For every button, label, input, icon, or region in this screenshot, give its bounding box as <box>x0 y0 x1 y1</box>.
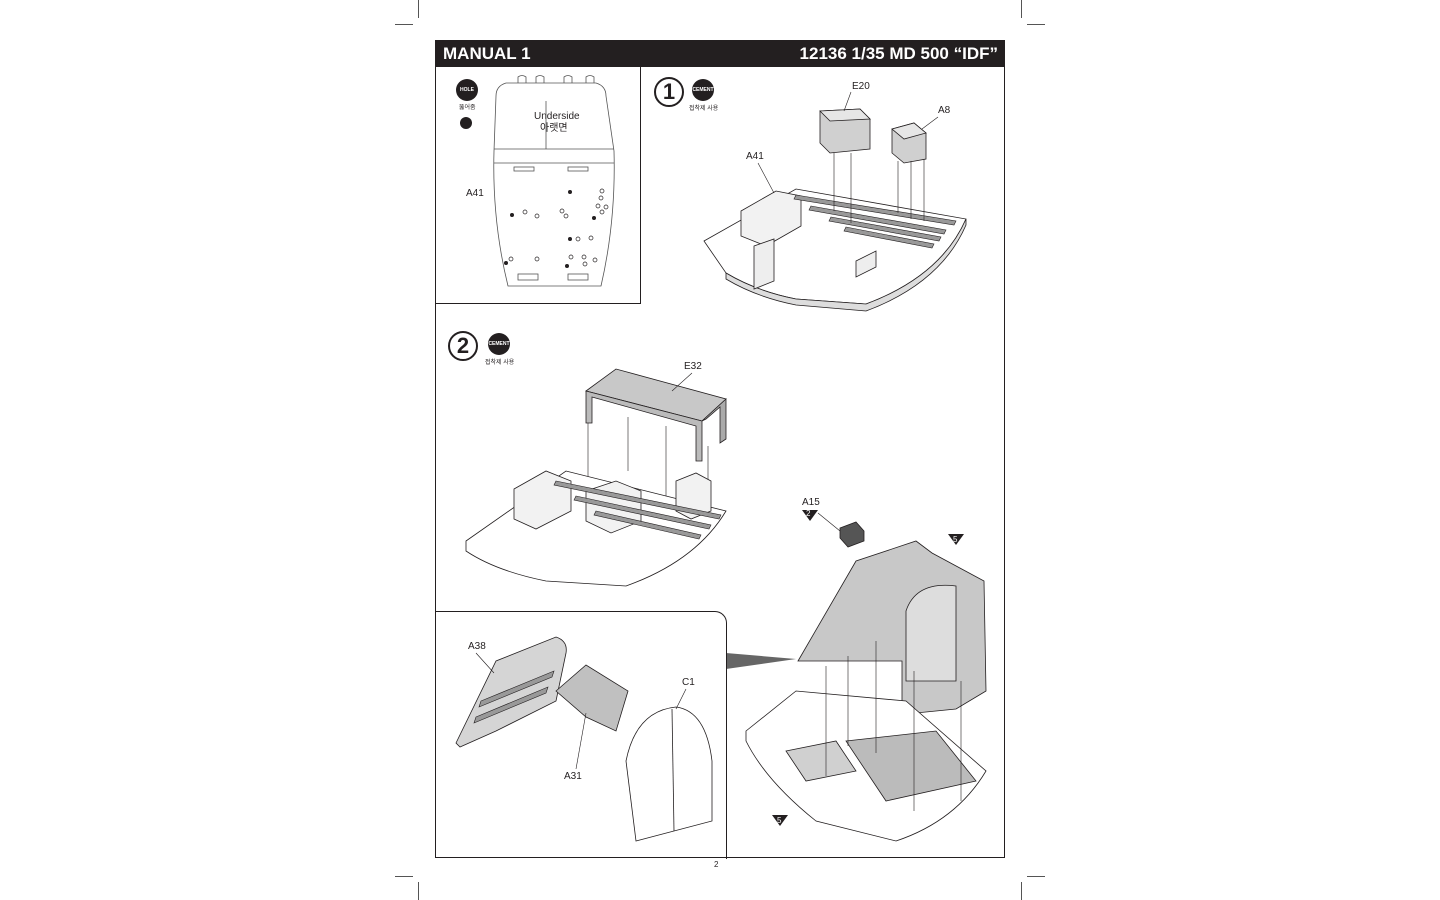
hole-dot-icon <box>460 117 472 129</box>
crop-mark <box>1021 882 1022 900</box>
crop-mark <box>418 0 419 18</box>
part-label-a15: A15 <box>802 497 820 508</box>
hole-icon: HOLE <box>456 79 478 101</box>
step-1-drawing <box>703 91 967 312</box>
step-1-badge: 1 <box>654 77 684 107</box>
crop-mark <box>395 876 413 877</box>
cement-icon: CEMENT <box>488 333 510 355</box>
part-e20 <box>819 108 871 154</box>
subassembly-drawing <box>455 636 713 842</box>
manual-title: MANUAL 1 <box>443 44 531 63</box>
part-e32 <box>585 368 727 462</box>
part-label-a31: A31 <box>564 771 582 782</box>
crop-mark <box>1027 876 1045 877</box>
underside-korean-label: 아랫면 <box>540 123 568 134</box>
page-number: 2 <box>714 860 719 869</box>
ref-number-bottom: 5 <box>777 816 782 825</box>
crop-mark <box>418 882 419 900</box>
floor-pan <box>703 188 967 312</box>
ref-number-a15: 2 <box>806 509 811 518</box>
instruction-sheet: MANUAL 1 12136 1/35 MD 500 “IDF” HOLE 뚫어… <box>435 40 1005 859</box>
underside-label: Underside <box>534 111 580 122</box>
underside-holes <box>504 190 596 268</box>
header-bar: MANUAL 1 12136 1/35 MD 500 “IDF” <box>436 41 1004 67</box>
hole-korean-label: 뚫어줌 <box>459 105 476 111</box>
part-label-e20: E20 <box>852 81 870 92</box>
part-c1 <box>625 706 713 842</box>
ref-triangle-icon <box>802 510 818 521</box>
callout-arrow <box>726 653 796 669</box>
cockpit-assembly <box>745 540 987 842</box>
step-2-badge: 2 <box>448 331 478 361</box>
cement-korean-label: 접착제 사용 <box>689 106 719 112</box>
floor-pan-step2 <box>465 470 727 587</box>
part-label-c1: C1 <box>682 677 695 688</box>
part-label-a38: A38 <box>468 641 486 652</box>
part-label-a41: A41 <box>746 151 764 162</box>
part-a15 <box>839 521 865 548</box>
part-label-e32: E32 <box>684 361 702 372</box>
cement-icon: CEMENT <box>692 79 714 101</box>
part-a8 <box>891 122 927 164</box>
crop-mark <box>1021 0 1022 18</box>
cement-korean-label: 접착제 사용 <box>485 360 515 366</box>
a41-underside-panel <box>436 67 641 304</box>
kit-title: 12136 1/35 MD 500 “IDF” <box>799 44 998 63</box>
step-2-drawing <box>465 368 987 842</box>
ref-triangle-icon <box>772 815 788 826</box>
part-label-a8: A8 <box>938 105 951 116</box>
part-label-a41-underside: A41 <box>466 188 484 199</box>
crop-mark <box>395 24 413 25</box>
ref-number-top: 5 <box>953 535 958 544</box>
ref-triangle-icon <box>948 534 964 545</box>
a41-underside-drawing <box>493 75 615 287</box>
crop-mark <box>1027 24 1045 25</box>
subassembly-panel <box>436 611 727 859</box>
part-a31 <box>555 664 629 732</box>
